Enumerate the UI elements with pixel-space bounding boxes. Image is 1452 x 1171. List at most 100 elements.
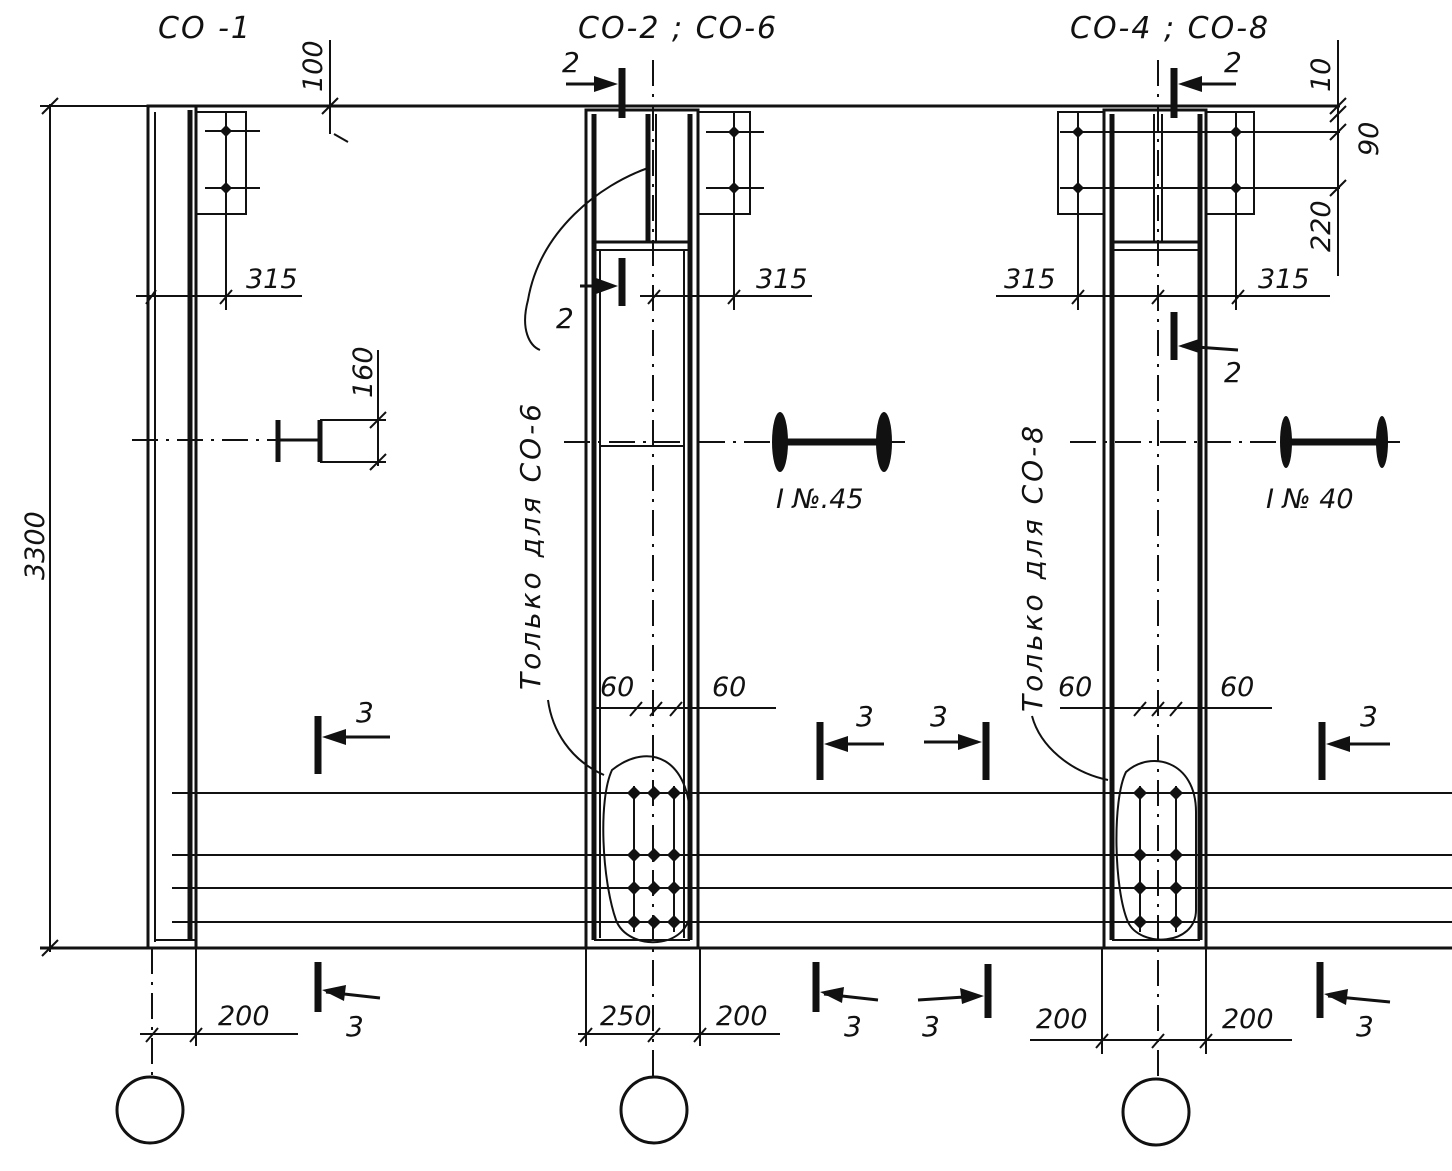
arrowhead <box>322 729 346 745</box>
dim-60-label: 60 <box>712 672 746 703</box>
dimension-tick <box>647 1027 661 1043</box>
column-co4-outline <box>1102 108 1208 950</box>
section-3-label: 3 <box>930 700 948 733</box>
bolt-group-outline <box>602 755 691 944</box>
dimension-tick <box>321 97 339 115</box>
note-leader <box>524 167 649 351</box>
section-2-label: 2 <box>1224 356 1242 389</box>
column-label-co4-co8: СО-4 ; СО-8 <box>1070 11 1270 46</box>
dimension-tick <box>41 939 59 957</box>
dimension-tick <box>629 701 643 717</box>
dim-315-label: 315 <box>246 264 298 295</box>
note-only-co8: Только для СО-8 <box>1016 423 1049 712</box>
column-co2-outline <box>584 108 700 950</box>
dimension-tick <box>369 453 387 471</box>
note-leader <box>1031 715 1109 781</box>
bolt-bracket <box>1205 111 1255 215</box>
bolt-bracket <box>195 111 247 215</box>
beam-label-40: I № 40 <box>1266 484 1354 515</box>
arrowhead <box>960 988 984 1004</box>
dimension-tick <box>647 289 661 305</box>
arrowhead <box>820 987 844 1003</box>
section-3-label: 3 <box>356 696 374 729</box>
column-label-co1: СО -1 <box>158 11 252 46</box>
bolt-dot <box>647 915 661 929</box>
bolt-bracket <box>697 111 751 215</box>
dim-200-label: 200 <box>716 1001 768 1032</box>
arrowhead <box>958 734 982 750</box>
dim-315-label: 315 <box>756 264 808 295</box>
dimension-tick <box>1133 701 1147 717</box>
section-3-label: 3 <box>346 1010 364 1043</box>
dimension-tick <box>1095 1033 1109 1049</box>
dimension-tick <box>1151 701 1165 717</box>
section-3-label: 3 <box>1360 700 1378 733</box>
section-2-label: 2 <box>1224 46 1242 79</box>
column-label-co2-co6: СО-2 ; СО-6 <box>578 11 778 46</box>
overall-height-label: 3300 <box>20 511 51 580</box>
bolt-bracket <box>1057 111 1105 215</box>
dimension-tick <box>579 1027 593 1043</box>
dimension-tick <box>1329 123 1347 141</box>
dimension-tick <box>1329 105 1347 123</box>
i-beam-flange <box>1376 416 1388 468</box>
bolt-dot <box>647 848 661 862</box>
dim-60-label: 60 <box>1058 672 1092 703</box>
bolt-dot <box>647 786 661 800</box>
dim-200-label: 200 <box>218 1001 270 1032</box>
dim-60-label: 60 <box>600 672 634 703</box>
arrowhead <box>1178 76 1202 92</box>
axis-marker <box>1121 1077 1191 1147</box>
arrowhead <box>1178 338 1202 354</box>
dim-100-label: 100 <box>298 40 329 92</box>
dim-10-label: 10 <box>1306 58 1337 92</box>
dimension-tick <box>369 411 387 429</box>
dim-200-label: 200 <box>1036 1004 1088 1035</box>
column-co4-co8: 10 90 220 2 2 315 315 Только для СО-8 I … <box>996 40 1400 1147</box>
arrowhead <box>1326 736 1350 752</box>
dimension-tick <box>1199 1033 1213 1049</box>
section-2-label: 2 <box>556 302 574 335</box>
dimension-tick <box>1329 179 1347 197</box>
arrowhead <box>322 985 346 1001</box>
section-3-label: 3 <box>844 1010 862 1043</box>
column-co1-outline <box>146 104 198 950</box>
section-2-label: 2 <box>562 46 580 79</box>
dimension-tick <box>333 133 349 143</box>
dim-160-label: 160 <box>348 346 379 398</box>
dim-200-label: 200 <box>1222 1004 1274 1035</box>
dimension-tick <box>693 1027 707 1043</box>
note-leader <box>547 699 605 776</box>
i-beam-flange <box>1280 416 1292 468</box>
i-beam-flange <box>876 412 892 472</box>
note-only-co6: Только для СО-6 <box>514 401 547 690</box>
axis-marker <box>115 1075 185 1145</box>
dim-220-label: 220 <box>1306 200 1337 252</box>
section-3-label: 3 <box>922 1010 940 1043</box>
dimension-tick <box>1071 289 1085 305</box>
dimension-tick <box>189 1027 203 1043</box>
arrowhead <box>1324 989 1348 1005</box>
dimension-tick <box>41 97 59 115</box>
bolt-group-outline <box>1115 760 1197 941</box>
dimension-tick <box>145 1027 159 1043</box>
dim-315-label: 315 <box>1258 264 1310 295</box>
bolt-dot <box>647 881 661 895</box>
dimension-tick <box>1151 289 1165 305</box>
section-3-label: 3 <box>1356 1010 1374 1043</box>
dim-90-label: 90 <box>1354 122 1385 156</box>
dimension-tick <box>649 701 663 717</box>
dim-250-label: 250 <box>600 1001 652 1032</box>
arrowhead <box>596 278 618 294</box>
bolt-grid <box>627 786 681 932</box>
beam-label-45: I №.45 <box>776 484 864 515</box>
arrowhead <box>594 76 618 92</box>
dim-60-label: 60 <box>1220 672 1254 703</box>
column-co2-co6: 2 2 315 Только для СО-6 I №.45 60 60 <box>514 46 992 1145</box>
dimension-tick <box>145 289 157 305</box>
dimension-tick <box>1151 1033 1165 1049</box>
i-beam-flange <box>772 412 788 472</box>
bolt-grid <box>1133 786 1183 932</box>
dim-315-label: 315 <box>1004 264 1056 295</box>
dimension-tick <box>669 701 683 717</box>
